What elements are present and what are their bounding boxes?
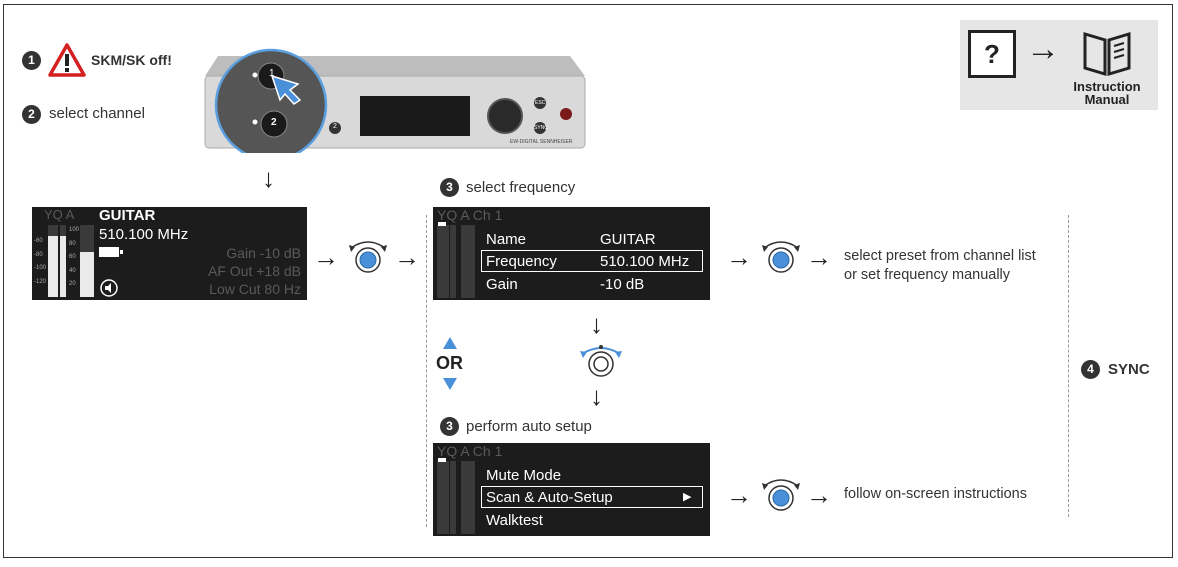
receiver-device [204, 48, 586, 153]
device-sync-label: SYNC [534, 125, 548, 131]
step-2-text: select channel [49, 105, 145, 122]
step-2-badge: 2 [22, 105, 41, 124]
jog-dial-icon-3 [762, 479, 800, 511]
device-button-1-label: 1 [269, 68, 275, 79]
arrow-right-2: → [394, 242, 420, 272]
home-frequency: 510.100 MHz [99, 226, 189, 243]
menu-item-name-label: Name [486, 231, 527, 248]
menu-item-gain-value: -10 dB [600, 276, 645, 293]
warning-icon [48, 43, 86, 77]
arrow-right-help: → [1026, 30, 1060, 68]
arrow-right-6: → [806, 480, 832, 510]
jog-dial-icon [349, 241, 387, 273]
home-gain: Gain -10 dB [226, 245, 301, 261]
step-3b-text: perform auto setup [466, 418, 592, 435]
home-channel-name: GUITAR [99, 207, 156, 224]
home-low-cut: Low Cut 80 Hz [209, 281, 301, 297]
triangle-up-icon [443, 337, 457, 349]
step-3a-text: select frequency [466, 179, 576, 196]
battery-icon [99, 247, 119, 257]
setup-header: YQ A Ch 1 [437, 443, 503, 459]
device-button-2-label: 2 [271, 117, 277, 128]
speaker-icon [100, 279, 118, 297]
menu-item-frequency-label: Frequency [486, 253, 557, 270]
jog-push-icon [580, 345, 622, 377]
step-1-badge: 1 [22, 51, 41, 70]
menu-item-name-value: GUITAR [600, 231, 656, 248]
diagram-frame [3, 4, 1173, 558]
arrow-right-1: → [313, 242, 339, 272]
question-icon: ? [968, 30, 1016, 78]
arrow-right-4: → [806, 242, 832, 272]
menu-item-frequency-value: 510.100 MHz [600, 253, 690, 270]
setup-item-mute-mode: Mute Mode [486, 467, 562, 484]
device-esc-label: ESC [535, 100, 546, 106]
setup-item-scan-auto-setup: Scan & Auto-Setup [486, 489, 613, 506]
home-meter-q [60, 225, 66, 297]
book-icon [1083, 31, 1131, 76]
menu-selection-highlight [481, 250, 703, 272]
step-3b-badge: 3 [440, 417, 459, 436]
device-brand-label: EW-DIGITAL SENNHEISER [510, 139, 573, 145]
arrow-down-device: ↓ [262, 163, 275, 193]
step-4-text: SYNC [1108, 361, 1150, 378]
result-setup: follow on-screen instructions [844, 486, 1027, 502]
result-frequency-line1: select preset from channel list [844, 248, 1036, 264]
arrow-down-middle-2: ↓ [590, 381, 603, 411]
home-meter-rf [48, 225, 58, 297]
menu-item-gain-label: Gain [486, 276, 518, 293]
submenu-arrow-icon: ▶ [683, 491, 692, 503]
arrow-right-3: → [726, 242, 752, 272]
step-3a-badge: 3 [440, 178, 459, 197]
dashed-separator-left [426, 215, 427, 527]
setup-item-walktest: Walktest [486, 512, 543, 529]
setup-screen: YQ A Ch 1 Mute Mode Scan & Auto-Setup ▶ … [433, 443, 710, 536]
device-small-2-label: 2 [333, 123, 337, 130]
jog-dial-icon-2 [762, 241, 800, 273]
setup-selection-highlight [481, 486, 703, 508]
arrow-right-5: → [726, 480, 752, 510]
menu-screen: YQ A Ch 1 Name GUITAR Frequency 510.100 … [433, 207, 710, 300]
triangle-down-icon [443, 378, 457, 390]
home-meter-af [80, 225, 94, 297]
or-label: OR [436, 353, 463, 373]
home-meter-labels: YQ A [44, 207, 75, 222]
step-4-badge: 4 [1081, 360, 1100, 379]
step-1-text: SKM/SK off! [91, 52, 172, 68]
menu-header: YQ A Ch 1 [437, 207, 503, 223]
home-scale-left: -60-80-100-120 [34, 238, 47, 285]
dashed-separator-right [1068, 215, 1069, 517]
arrow-down-middle-1: ↓ [590, 309, 603, 339]
result-frequency-line2: or set frequency manually [844, 267, 1011, 283]
home-af-out: AF Out +18 dB [208, 263, 301, 279]
